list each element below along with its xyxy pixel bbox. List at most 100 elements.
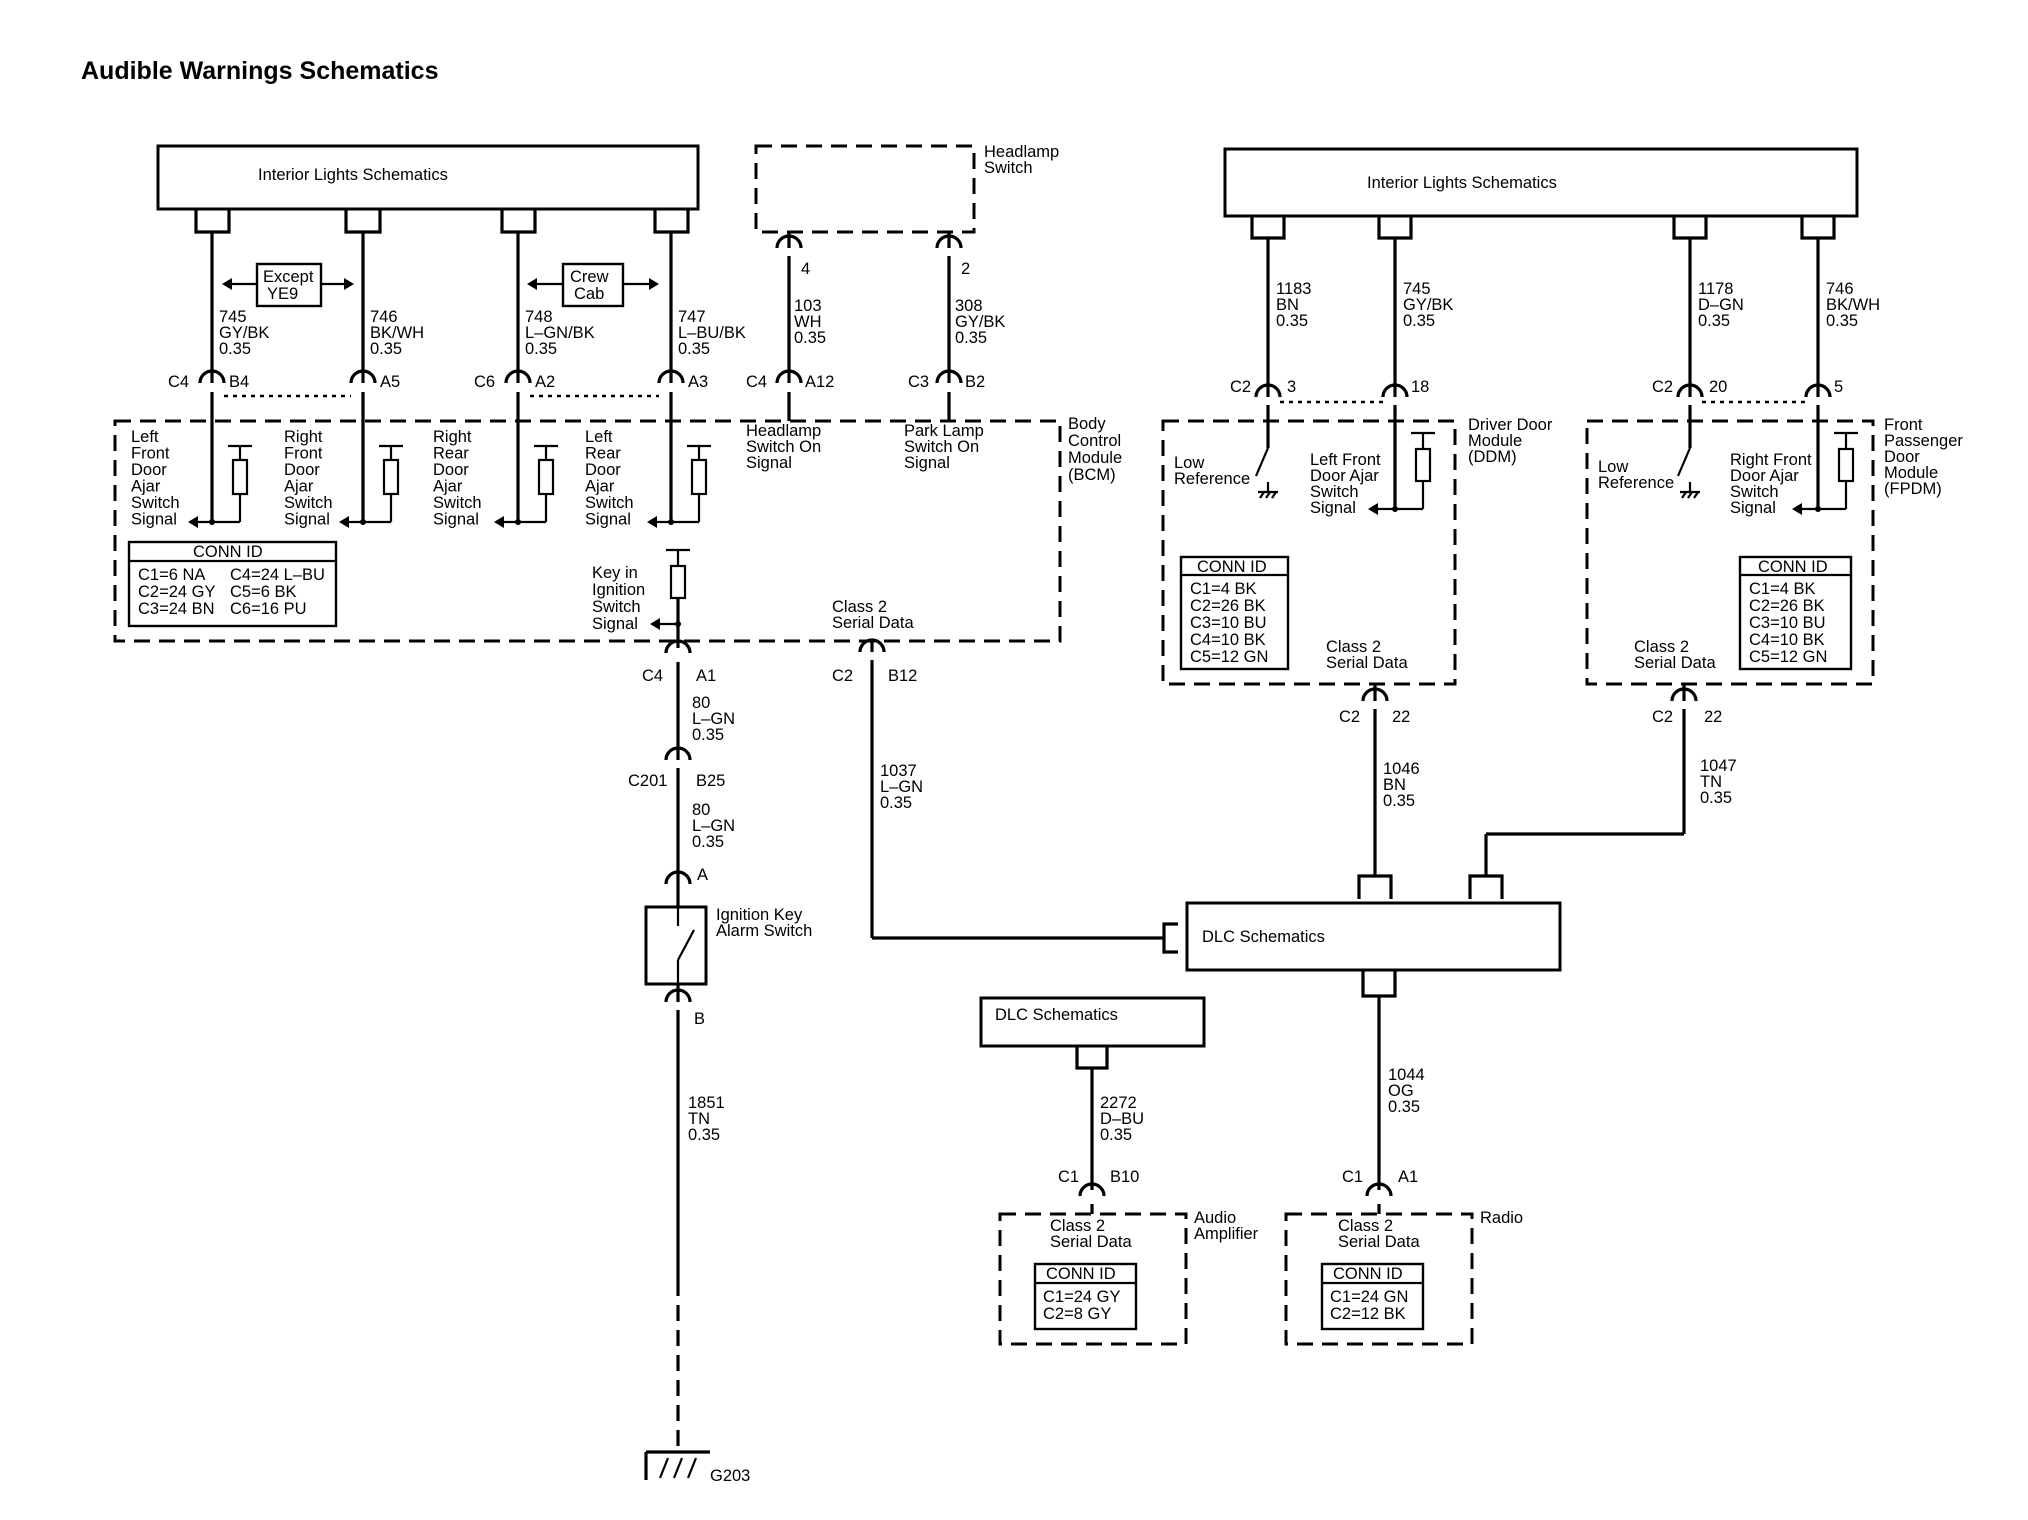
svg-text:0.35: 0.35 xyxy=(525,340,557,358)
svg-text:A12: A12 xyxy=(805,373,834,391)
svg-text:Key in: Key in xyxy=(592,564,638,582)
svg-text:Passenger: Passenger xyxy=(1884,432,1963,450)
svg-text:22: 22 xyxy=(1704,708,1722,726)
svg-text:Module: Module xyxy=(1884,464,1938,482)
svg-text:C5=6 BK: C5=6 BK xyxy=(230,583,297,601)
svg-text:0.35: 0.35 xyxy=(688,1126,720,1144)
svg-text:22: 22 xyxy=(1392,708,1410,726)
svg-text:CONN ID: CONN ID xyxy=(1197,558,1267,576)
headlamp-switch-label-1: Headlamp xyxy=(984,143,1059,161)
svg-text:Module: Module xyxy=(1468,432,1522,450)
bcm-conn-id-table: CONN ID C1=6 NA C2=24 GY C3=24 BN C4=24 … xyxy=(127,540,338,628)
svg-text:A: A xyxy=(697,866,708,884)
svg-text:20: 20 xyxy=(1709,378,1727,396)
headlamp-switch-box xyxy=(754,144,976,234)
svg-text:Door: Door xyxy=(433,461,469,479)
svg-text:C1: C1 xyxy=(1058,1168,1079,1186)
svg-text:C1=6 NA: C1=6 NA xyxy=(138,566,205,584)
svg-text:0.35: 0.35 xyxy=(692,726,724,744)
svg-text:0.35: 0.35 xyxy=(692,833,724,851)
svg-text:Body: Body xyxy=(1068,415,1106,433)
bcm-serial-data: Class 2 Serial Data C2 B12 1037 L–GN 0.3… xyxy=(832,598,1178,954)
svg-text:308: 308 xyxy=(955,297,983,315)
interior-lights-label-right: Interior Lights Schematics xyxy=(1367,174,1557,192)
interior-lights-box-right xyxy=(1223,147,1859,218)
svg-text:Ajar: Ajar xyxy=(284,478,314,496)
svg-text:0.35: 0.35 xyxy=(678,340,710,358)
svg-text:C4=10 BK: C4=10 BK xyxy=(1749,631,1825,649)
dlc-label-main: DLC Schematics xyxy=(1202,928,1325,946)
svg-text:0.35: 0.35 xyxy=(219,340,251,358)
svg-text:Door Ajar: Door Ajar xyxy=(1310,467,1379,485)
svg-text:Class 2: Class 2 xyxy=(1326,638,1381,656)
svg-text:Door: Door xyxy=(131,461,167,479)
headlamp-wires xyxy=(775,232,963,421)
svg-text:1047: 1047 xyxy=(1700,757,1737,775)
svg-text:C5=12 GN: C5=12 GN xyxy=(1749,648,1827,666)
svg-text:Reference: Reference xyxy=(1598,474,1674,492)
svg-text:Serial Data: Serial Data xyxy=(832,614,914,632)
svg-text:C3=10 BU: C3=10 BU xyxy=(1749,614,1826,632)
diagram-title: Audible Warnings Schematics xyxy=(81,57,438,85)
svg-text:Signal: Signal xyxy=(746,454,792,472)
svg-text:Switch: Switch xyxy=(592,598,641,616)
svg-text:5: 5 xyxy=(1834,378,1843,396)
svg-text:0.35: 0.35 xyxy=(794,329,826,347)
svg-text:C1=4 BK: C1=4 BK xyxy=(1190,580,1257,598)
svg-text:Switch: Switch xyxy=(284,494,333,512)
svg-text:A5: A5 xyxy=(380,373,400,391)
svg-text:Cab: Cab xyxy=(574,285,604,303)
svg-text:Switch On: Switch On xyxy=(746,438,821,456)
svg-text:1044: 1044 xyxy=(1388,1066,1425,1084)
svg-text:Except: Except xyxy=(263,268,314,286)
svg-text:Switch: Switch xyxy=(1310,483,1359,501)
svg-text:0.35: 0.35 xyxy=(1276,312,1308,330)
audio-amplifier: C1 B10 Audio Amplifier Class 2 Serial Da… xyxy=(998,1168,1259,1346)
bcm-label: Body Control Module (BCM) xyxy=(1068,415,1122,484)
svg-text:747: 747 xyxy=(678,308,706,326)
svg-text:CONN ID: CONN ID xyxy=(193,543,263,561)
svg-text:C2=12 BK: C2=12 BK xyxy=(1330,1305,1406,1323)
svg-text:C2: C2 xyxy=(1652,708,1673,726)
svg-text:80: 80 xyxy=(692,694,710,712)
ddm-module: Driver Door Module (DDM) Low Reference L… xyxy=(1161,405,1553,899)
svg-text:Signal: Signal xyxy=(433,511,479,529)
svg-text:TN: TN xyxy=(1700,773,1722,791)
svg-text:Alarm Switch: Alarm Switch xyxy=(716,922,812,940)
svg-text:C2=8 GY: C2=8 GY xyxy=(1043,1305,1111,1323)
svg-text:103: 103 xyxy=(794,297,822,315)
svg-text:GY/BK: GY/BK xyxy=(1403,296,1453,314)
svg-text:0.35: 0.35 xyxy=(1100,1126,1132,1144)
svg-text:C3=10 BU: C3=10 BU xyxy=(1190,614,1267,632)
bcm-input-circuits xyxy=(188,444,711,528)
svg-text:Left: Left xyxy=(131,428,159,446)
dlc-box-small xyxy=(979,996,1206,1048)
svg-text:Front: Front xyxy=(284,445,323,463)
svg-text:Low: Low xyxy=(1598,458,1628,476)
svg-text:Door Ajar: Door Ajar xyxy=(1730,467,1799,485)
svg-text:C6=16 PU: C6=16 PU xyxy=(230,600,307,618)
svg-text:0.35: 0.35 xyxy=(1388,1098,1420,1116)
svg-text:0.35: 0.35 xyxy=(880,794,912,812)
svg-text:Control: Control xyxy=(1068,432,1121,450)
svg-text:Rear: Rear xyxy=(585,445,621,463)
svg-text:Switch: Switch xyxy=(131,494,180,512)
svg-text:18: 18 xyxy=(1411,378,1429,396)
svg-text:Reference: Reference xyxy=(1174,470,1250,488)
svg-text:C2=26 BK: C2=26 BK xyxy=(1749,597,1825,615)
svg-text:Front: Front xyxy=(1884,416,1923,434)
svg-text:(BCM): (BCM) xyxy=(1068,466,1116,484)
svg-text:0.35: 0.35 xyxy=(1700,789,1732,807)
svg-text:Low: Low xyxy=(1174,454,1204,472)
svg-text:Signal: Signal xyxy=(904,454,950,472)
svg-text:Switch: Switch xyxy=(433,494,482,512)
svg-text:Ignition Key: Ignition Key xyxy=(716,906,803,924)
svg-text:Radio: Radio xyxy=(1480,1209,1523,1227)
bcm-box xyxy=(113,419,1062,643)
dlc-box-main xyxy=(1185,901,1562,972)
svg-text:Right: Right xyxy=(284,428,323,446)
svg-text:Crew: Crew xyxy=(570,268,609,286)
interior-lights-box-left xyxy=(156,144,700,211)
svg-text:Signal: Signal xyxy=(1310,499,1356,517)
svg-text:A3: A3 xyxy=(688,373,708,391)
